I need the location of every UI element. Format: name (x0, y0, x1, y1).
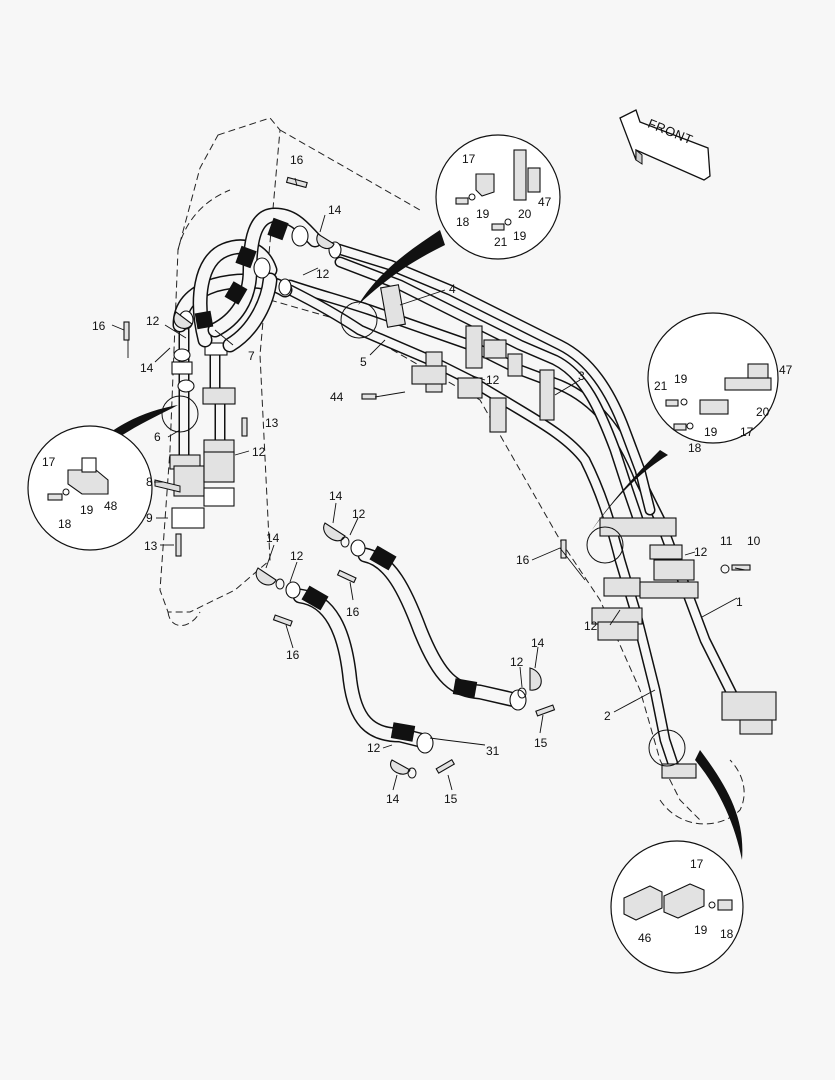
callout-6: 6 (154, 430, 161, 444)
detail-right-label-21: 21 (654, 379, 668, 393)
detail-right-label-17: 17 (740, 425, 754, 439)
front-direction-arrow: FRONT (619, 109, 711, 181)
callout-12-h: 12 (367, 741, 381, 755)
hose-31 (285, 539, 527, 754)
detail-top-label-19a: 19 (476, 207, 490, 221)
detail-left-label-18: 18 (58, 517, 72, 531)
callout-16-e: 16 (516, 553, 530, 567)
callout-4: 4 (449, 282, 456, 296)
fittings (123, 176, 751, 779)
detail-right-label-47: 47 (779, 363, 793, 377)
steel-pipe-5 (284, 284, 681, 776)
detail-pointer-right (592, 450, 668, 530)
detail-circle-bottom: 17 46 19 18 (610, 840, 744, 974)
callout-44: 44 (330, 390, 344, 404)
detail-top-label-20: 20 (518, 207, 532, 221)
callout-16-c: 16 (346, 605, 360, 619)
detail-circle-right: 21 19 47 20 17 19 18 (647, 312, 793, 455)
detail-right-label-20: 20 (756, 405, 770, 419)
detail-top-label-21: 21 (494, 235, 508, 249)
callout-12-e: 12 (352, 507, 366, 521)
callout-15-a: 15 (534, 736, 548, 750)
callout-8: 8 (146, 475, 153, 489)
callout-7: 7 (248, 349, 255, 363)
callout-16-d: 16 (286, 648, 300, 662)
callout-9: 9 (146, 511, 153, 525)
detail-top-label-47: 47 (538, 195, 552, 209)
detail-circle-left: 17 18 19 48 (27, 425, 153, 551)
pipe-clamp-blocks (380, 284, 777, 779)
callout-14-d: 14 (266, 531, 280, 545)
callout-5: 5 (360, 355, 367, 369)
hose-bundle-7 (172, 207, 342, 393)
callout-12-d: 12 (486, 373, 500, 387)
callout-12-i: 12 (694, 545, 708, 559)
detail-right-label-19a: 19 (674, 372, 688, 386)
part-callouts: 1 2 3 4 5 6 7 8 9 10 11 12 12 12 12 12 1… (92, 153, 761, 806)
detail-left-label-19: 19 (80, 503, 94, 517)
detail-bottom-label-17: 17 (690, 857, 704, 871)
detail-pointer-top (358, 230, 445, 305)
detail-bottom-label-18: 18 (720, 927, 734, 941)
callout-12-b: 12 (146, 314, 160, 328)
callout-2: 2 (604, 709, 611, 723)
callout-12-a: 12 (316, 267, 330, 281)
callout-3: 3 (578, 369, 585, 383)
detail-bottom-label-19: 19 (694, 923, 708, 937)
callout-16-a: 16 (290, 153, 304, 167)
detail-left-label-48: 48 (104, 499, 118, 513)
detail-circle-top: 17 18 19 20 47 21 19 (435, 134, 561, 260)
callout-15-b: 15 (444, 792, 458, 806)
callout-14-e: 14 (531, 636, 545, 650)
callout-10: 10 (747, 534, 761, 548)
detail-right-label-19b: 19 (704, 425, 718, 439)
detail-right-label-18: 18 (688, 441, 702, 455)
callout-14-b: 14 (140, 361, 154, 375)
steel-pipe-lower (334, 256, 646, 531)
detail-top-label-17: 17 (462, 152, 476, 166)
callout-12-f: 12 (290, 549, 304, 563)
callout-14-f: 14 (386, 792, 400, 806)
loader-boom-outline (159, 117, 745, 825)
callout-11: 11 (720, 534, 733, 548)
callout-1: 1 (736, 595, 743, 609)
callout-31: 31 (486, 744, 500, 758)
leader-lines (111, 177, 746, 791)
callout-13-a: 13 (265, 416, 279, 430)
detail-pointer-bottom (695, 750, 743, 860)
steel-pipe-upper (329, 242, 656, 516)
vertical-tube-6 (154, 324, 236, 529)
callout-12-c: 12 (252, 445, 266, 459)
detail-top-label-18: 18 (456, 215, 470, 229)
callout-13-b: 13 (144, 539, 158, 553)
detail-left-label-17: 17 (42, 455, 56, 469)
callout-12-j: 12 (584, 619, 598, 633)
callout-16-b: 16 (92, 319, 106, 333)
callout-12-g: 12 (510, 655, 524, 669)
callout-14-a: 14 (328, 203, 342, 217)
detail-bottom-label-46: 46 (638, 931, 652, 945)
detail-top-label-19b: 19 (513, 229, 527, 243)
callout-14-c: 14 (329, 489, 343, 503)
